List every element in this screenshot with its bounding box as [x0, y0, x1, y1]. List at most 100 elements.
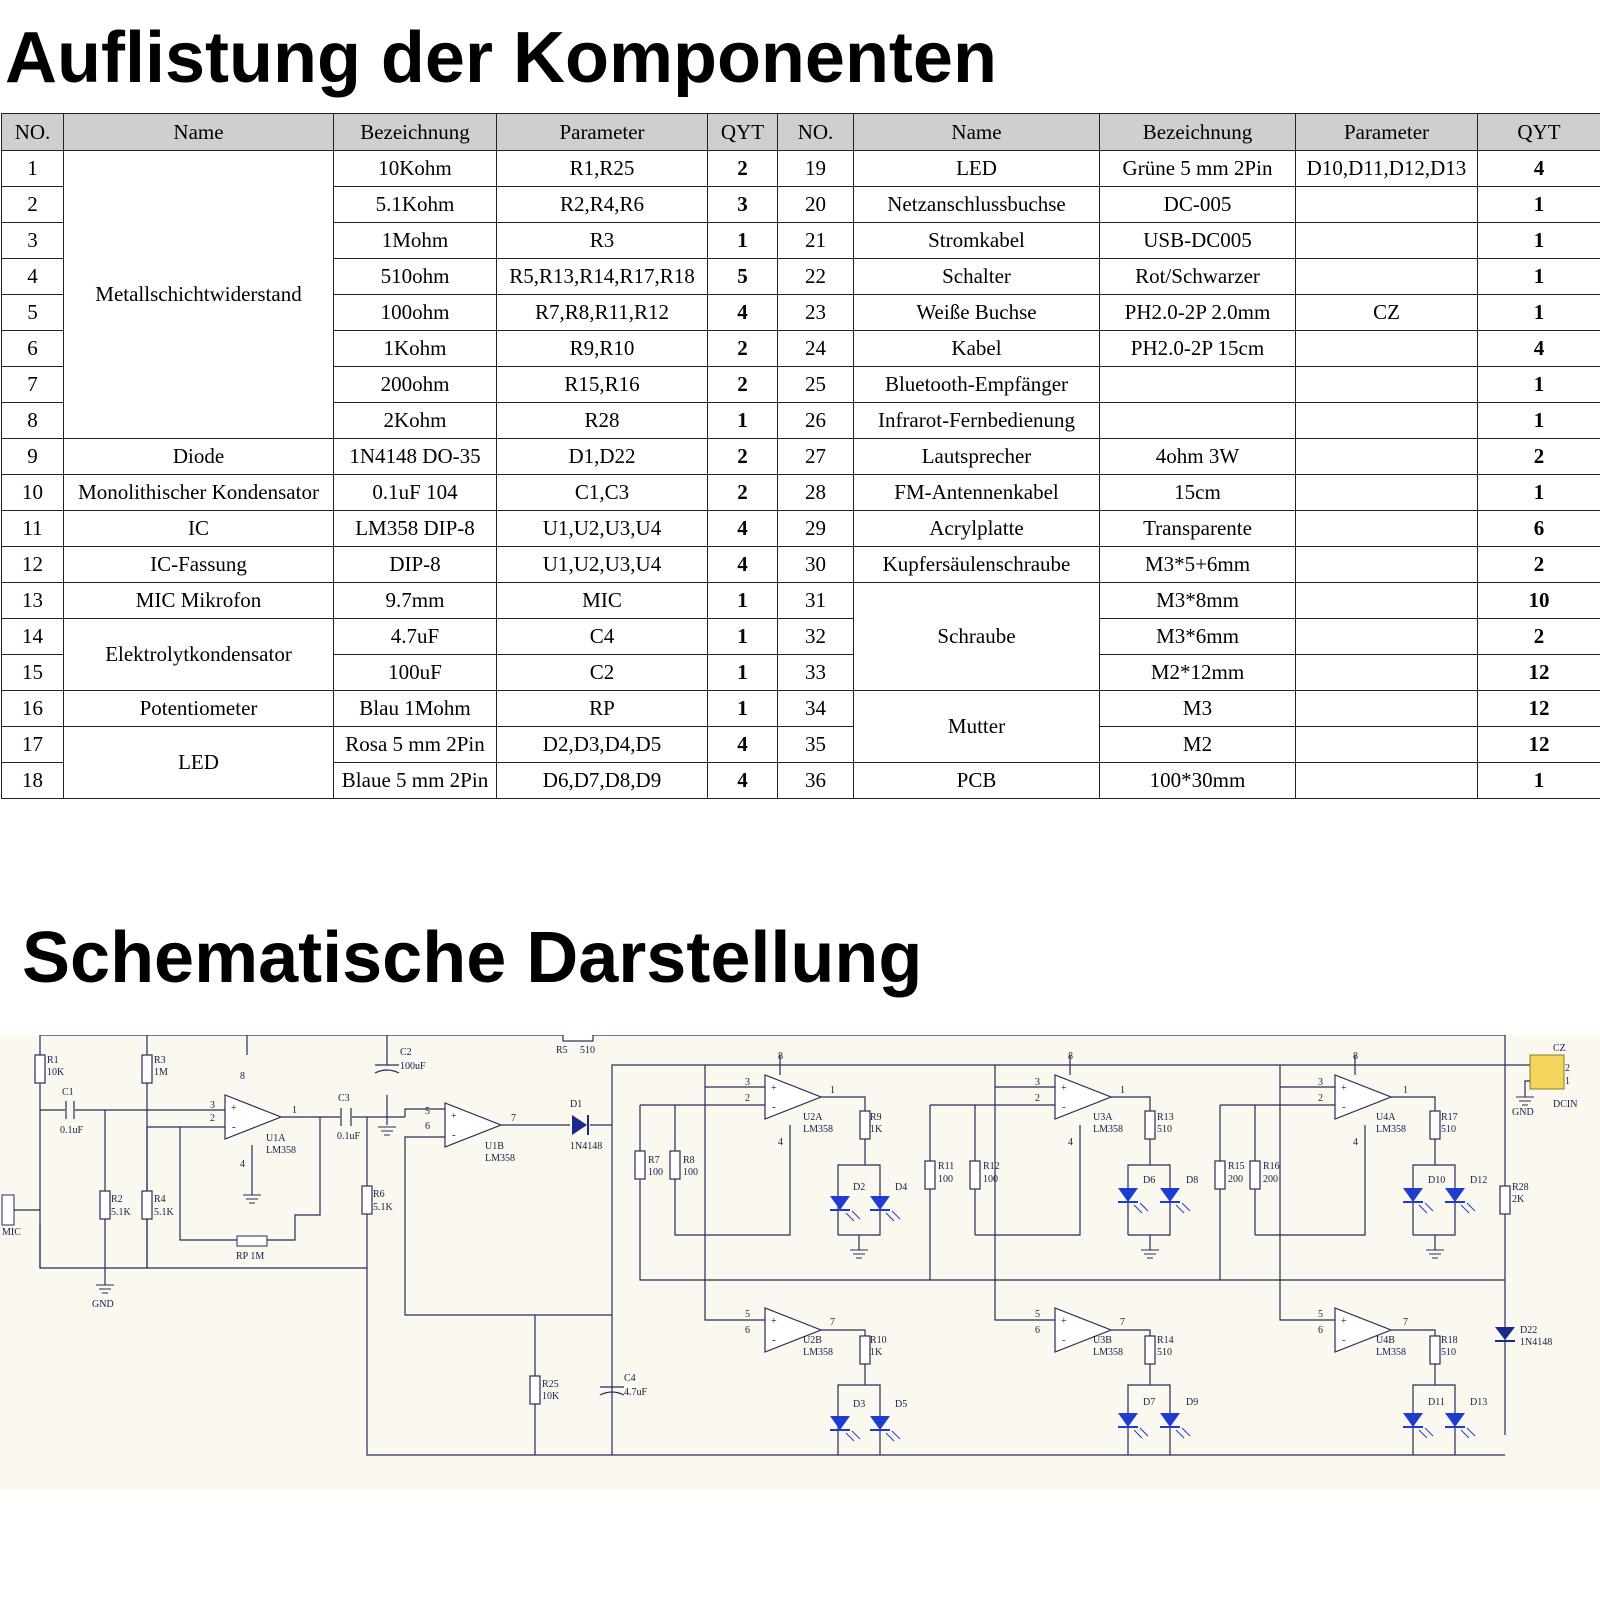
cell-no: 3: [1, 222, 64, 259]
cell-no: 8: [1, 402, 64, 439]
ground-symbol: [95, 1284, 115, 1294]
svg-text:7: 7: [1120, 1317, 1125, 1328]
cell-qyt: 1: [707, 222, 778, 259]
resistor-r3: [141, 1054, 153, 1084]
cell-name: Kabel: [853, 330, 1100, 367]
resistor-r15: [1214, 1160, 1226, 1190]
cell-name: Schraube: [853, 582, 1100, 691]
led-d9: [1159, 1412, 1191, 1439]
cell-no: 2: [1, 186, 64, 223]
svg-text:D10: D10: [1428, 1175, 1445, 1186]
svg-text:1N4148: 1N4148: [570, 1141, 602, 1152]
cell-qyt: 1: [1477, 474, 1600, 511]
svg-text:2: 2: [1318, 1093, 1323, 1104]
svg-text:R8: R8: [683, 1155, 695, 1166]
cell-parameter: C1,C3: [496, 474, 708, 511]
cell-no: 16: [1, 690, 64, 727]
svg-text:1: 1: [1120, 1085, 1125, 1096]
cell-bezeichnung: [1099, 366, 1296, 403]
resistor-r8: [669, 1150, 681, 1180]
resistor-r13: [1144, 1110, 1156, 1140]
svg-text:CZ: CZ: [1553, 1043, 1566, 1054]
svg-text:U3B: U3B: [1093, 1335, 1112, 1346]
svg-text:R5: R5: [556, 1045, 568, 1056]
cell-parameter: D6,D7,D8,D9: [496, 762, 708, 799]
cell-no: 4: [1, 258, 64, 295]
cell-bezeichnung: 0.1uF 104: [333, 474, 497, 511]
cell-name: Mutter: [853, 690, 1100, 763]
cell-name: Netzanschlussbuchse: [853, 186, 1100, 223]
svg-text:C2: C2: [400, 1047, 412, 1058]
cell-no: 17: [1, 726, 64, 763]
cell-parameter: [1295, 222, 1478, 259]
resistor-r12: [969, 1160, 981, 1190]
svg-text:U3A: U3A: [1093, 1112, 1113, 1123]
svg-text:8: 8: [240, 1071, 245, 1082]
svg-text:10K: 10K: [542, 1391, 560, 1402]
cell-no: 29: [777, 510, 854, 547]
cell-bezeichnung: Blaue 5 mm 2Pin: [333, 762, 497, 799]
svg-text:DCIN: DCIN: [1553, 1099, 1577, 1110]
cell-qyt: 6: [1477, 510, 1600, 547]
cell-qyt: 2: [707, 150, 778, 187]
cell-qyt: 1: [1477, 186, 1600, 223]
cell-no: 10: [1, 474, 64, 511]
svg-text:R7: R7: [648, 1155, 660, 1166]
svg-text:D13: D13: [1470, 1397, 1487, 1408]
cell-name: LED: [853, 150, 1100, 187]
cell-no: 35: [777, 726, 854, 763]
cell-qyt: 4: [707, 510, 778, 547]
cell-qyt: 1: [1477, 366, 1600, 403]
resistor-r1: [34, 1054, 46, 1084]
cell-qyt: 1: [707, 690, 778, 727]
svg-text:D22: D22: [1520, 1325, 1537, 1336]
svg-text:6: 6: [745, 1325, 750, 1336]
led-d4: [869, 1195, 901, 1222]
cell-parameter: R1,R25: [496, 150, 708, 187]
cell-bezeichnung: 100ohm: [333, 294, 497, 331]
cell-no: 26: [777, 402, 854, 439]
svg-text:200: 200: [1263, 1174, 1278, 1185]
svg-text:LM358: LM358: [1093, 1124, 1123, 1135]
svg-text:U2B: U2B: [803, 1335, 822, 1346]
cell-qyt: 4: [1477, 330, 1600, 367]
cell-parameter: D1,D22: [496, 438, 708, 475]
svg-text:5.1K: 5.1K: [154, 1207, 175, 1218]
cell-bezeichnung: 100uF: [333, 654, 497, 691]
svg-text:2: 2: [210, 1113, 215, 1124]
svg-text:R25: R25: [542, 1379, 559, 1390]
svg-text:100uF: 100uF: [400, 1061, 426, 1072]
svg-text:2: 2: [1565, 1063, 1570, 1074]
cell-name: MIC Mikrofon: [63, 582, 334, 619]
cell-no: 23: [777, 294, 854, 331]
cell-qyt: 3: [707, 186, 778, 223]
svg-text:D8: D8: [1186, 1175, 1198, 1186]
cell-no: 33: [777, 654, 854, 691]
cell-no: 7: [1, 366, 64, 403]
svg-text:R3: R3: [154, 1055, 166, 1066]
svg-text:C4: C4: [624, 1373, 636, 1384]
svg-text:4: 4: [778, 1137, 783, 1148]
cell-no: 21: [777, 222, 854, 259]
cell-no: 27: [777, 438, 854, 475]
svg-text:D11: D11: [1428, 1397, 1445, 1408]
svg-text:510: 510: [580, 1045, 595, 1056]
cell-parameter: RP: [496, 690, 708, 727]
cell-bezeichnung: 1Kohm: [333, 330, 497, 367]
cell-no: 9: [1, 438, 64, 475]
header-bezeichnung: Bezeichnung: [1099, 113, 1296, 151]
svg-text:3: 3: [210, 1100, 215, 1111]
svg-text:4: 4: [1068, 1137, 1073, 1148]
svg-text:5.1K: 5.1K: [373, 1202, 394, 1213]
cell-name: FM-Antennenkabel: [853, 474, 1100, 511]
svg-text:MIC: MIC: [2, 1227, 21, 1238]
svg-text:LM358: LM358: [803, 1124, 833, 1135]
cell-bezeichnung: 9.7mm: [333, 582, 497, 619]
resistor-r7: [634, 1150, 646, 1180]
cell-no: 28: [777, 474, 854, 511]
